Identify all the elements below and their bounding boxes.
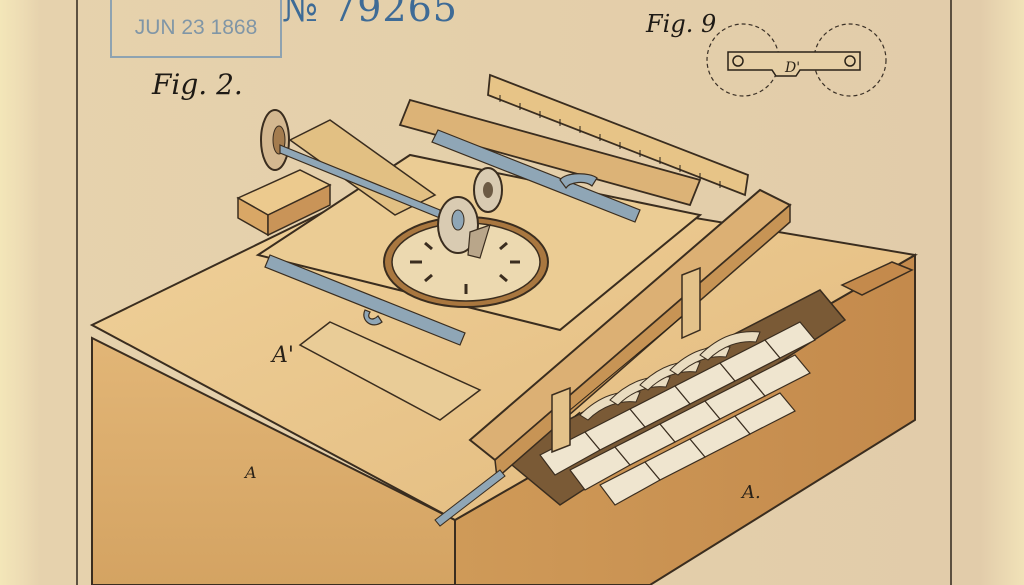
figure-9-label: Fig. 9 [646,10,717,38]
right-end-block [840,261,914,296]
left-post [551,386,571,454]
keys [539,321,816,506]
label-a-right: A. [740,482,761,503]
back-rack-teeth [499,95,721,188]
patent-number: № 79265 [282,0,458,30]
figure-9-detail: D' [706,23,887,97]
type-wheel [383,216,549,308]
fig9-d-prime-label: D' [784,60,800,76]
back-bar [398,98,702,207]
right-post [681,266,701,340]
pulley-wheel [260,109,290,171]
blue-levers [264,129,641,346]
key-levers [579,331,761,421]
figure-2-label: Fig. 2. [152,68,243,101]
comb-teeth [569,309,691,417]
date-stamp: JUN 23 1868 [110,0,282,58]
lower-rod [434,469,506,527]
back-rack [487,73,749,197]
sheet-border-left [76,0,78,585]
type-head [437,167,503,259]
label-a-prime: A' [270,343,294,368]
sheet-border-right [950,0,952,585]
base-front-face [91,336,456,585]
label-a-front: A [243,463,257,482]
front-board [298,321,482,421]
upper-arm [288,119,437,216]
